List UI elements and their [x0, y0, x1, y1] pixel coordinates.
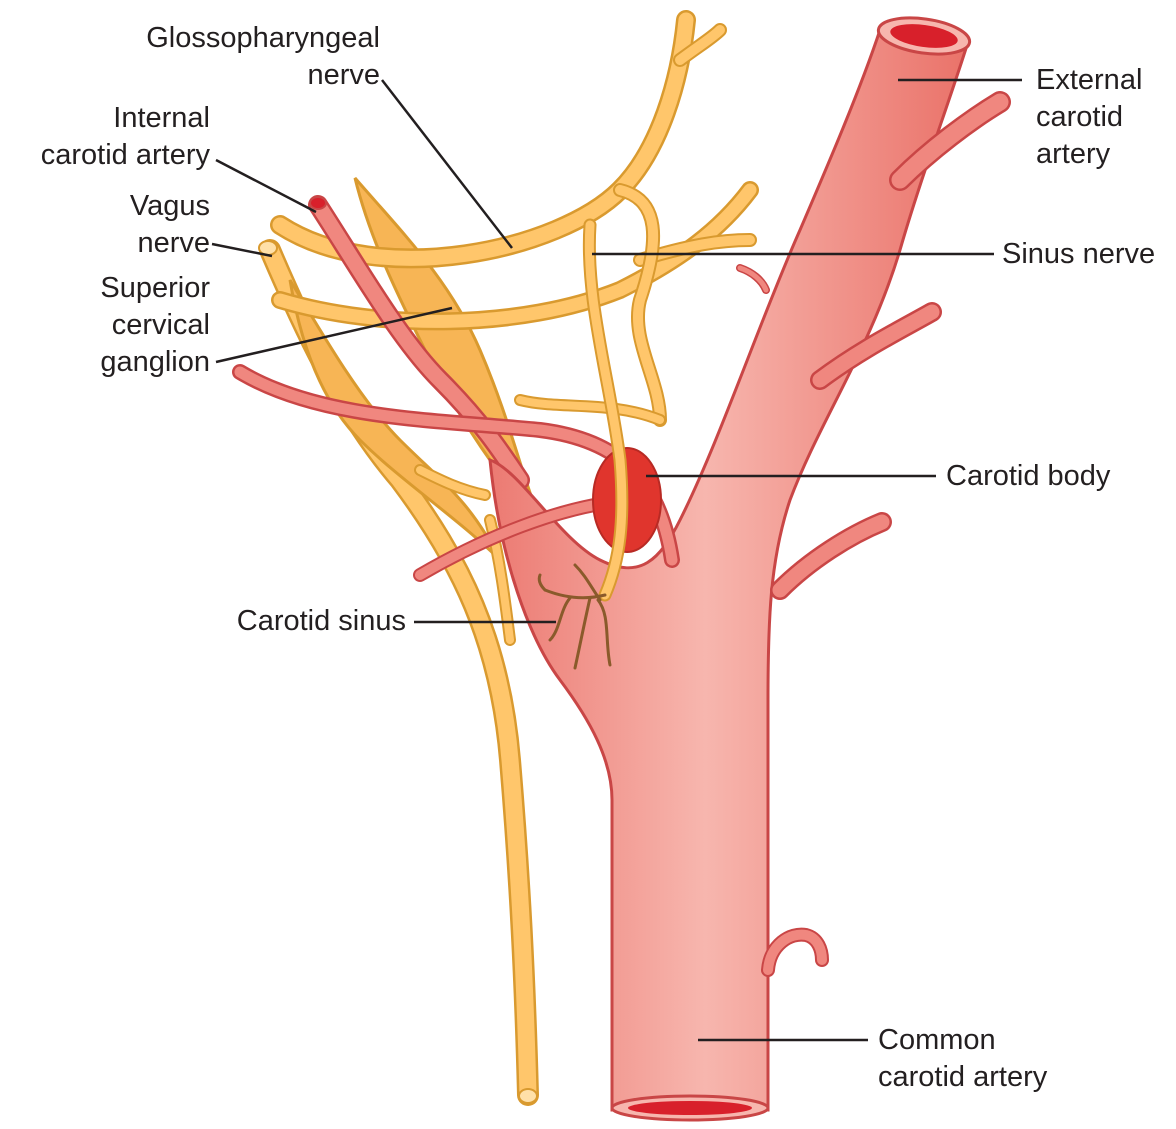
label-line: Vagus — [60, 188, 210, 225]
label-line: Sinus nerve — [1002, 236, 1174, 273]
label-sinus-nerve: Sinus nerve — [1002, 236, 1174, 273]
label-line: carotid artery — [10, 137, 210, 174]
label-line: Internal — [10, 100, 210, 137]
label-line: ganglion — [60, 344, 210, 381]
label-line: External — [1036, 62, 1172, 99]
label-line: cervical — [60, 307, 210, 344]
label-line: Superior — [60, 270, 210, 307]
label-line: nerve — [60, 225, 210, 262]
label-common-carotid-artery: Common carotid artery — [878, 1022, 1078, 1096]
leader-internal-carotid — [216, 160, 316, 212]
leader-glossopharyngeal — [382, 80, 512, 248]
label-line: Common — [878, 1022, 1078, 1059]
label-line: artery — [1036, 136, 1172, 173]
label-line: Carotid sinus — [200, 603, 406, 640]
label-line: Glossopharyngeal — [100, 20, 380, 57]
label-carotid-sinus: Carotid sinus — [200, 603, 406, 640]
label-vagus-nerve: Vagus nerve — [60, 188, 210, 262]
label-line: carotid — [1036, 99, 1172, 136]
label-line: Carotid body — [946, 458, 1146, 495]
label-line: nerve — [100, 57, 380, 94]
label-internal-carotid-artery: Internal carotid artery — [10, 100, 210, 174]
label-superior-cervical-ganglion: Superior cervical ganglion — [60, 270, 210, 381]
label-carotid-body: Carotid body — [946, 458, 1146, 495]
label-glossopharyngeal-nerve: Glossopharyngeal nerve — [100, 20, 380, 94]
label-line: carotid artery — [878, 1059, 1078, 1096]
label-external-carotid-artery: External carotid artery — [1036, 62, 1172, 173]
internal-carotid-artery — [310, 197, 520, 480]
vagus-nerve — [259, 241, 537, 1103]
